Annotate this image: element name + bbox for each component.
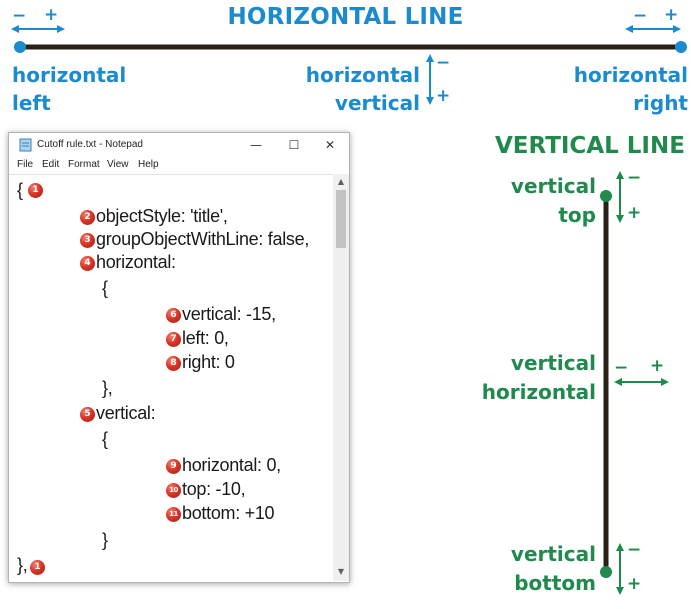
callout-badge: 3 bbox=[80, 233, 95, 248]
right-plus-sign: + bbox=[664, 5, 679, 25]
horizontal-line-graphic bbox=[11, 25, 687, 105]
middle-minus-sign: − bbox=[614, 358, 629, 378]
code-line: bottom: +10 bbox=[182, 503, 275, 523]
scroll-down-icon[interactable]: ▼ bbox=[337, 567, 345, 576]
notepad-app-icon bbox=[19, 138, 32, 152]
vertical-line-graphic bbox=[600, 171, 669, 595]
code-line: objectStyle: 'title', bbox=[96, 206, 228, 226]
callout-badge: 10 bbox=[166, 483, 181, 498]
code-line: vertical: -15, bbox=[182, 304, 276, 324]
maximize-icon[interactable]: ☐ bbox=[288, 138, 300, 152]
code-line: { bbox=[17, 180, 23, 200]
menu-format[interactable]: Format bbox=[68, 159, 100, 170]
callout-badge: 5 bbox=[80, 407, 95, 422]
left-minus-sign: − bbox=[12, 6, 27, 26]
callout-badge: 8 bbox=[166, 356, 181, 371]
callout-badge: 2 bbox=[80, 210, 95, 225]
code-line: left: 0, bbox=[182, 328, 229, 348]
notepad-titlebar[interactable]: Cutoff rule.txt - Notepad — ☐ ✕ bbox=[9, 133, 349, 157]
code-line: groupObjectWithLine: false, bbox=[96, 229, 310, 249]
notepad-window: Cutoff rule.txt - Notepad — ☐ ✕ File Edi… bbox=[8, 132, 350, 583]
vertical-bottom-label: vertical bottom bbox=[510, 542, 596, 595]
code-line: horizontal: bbox=[96, 252, 176, 272]
code-line: horizontal: 0, bbox=[182, 455, 281, 475]
menu-edit[interactable]: Edit bbox=[42, 159, 60, 170]
notepad-title: Cutoff rule.txt - Notepad bbox=[37, 139, 143, 150]
close-icon[interactable]: ✕ bbox=[324, 138, 336, 152]
callout-badge: 11 bbox=[166, 507, 181, 522]
right-minus-sign: − bbox=[633, 6, 648, 26]
callout-badge: 7 bbox=[166, 332, 181, 347]
horizontal-right-endpoint bbox=[675, 41, 687, 53]
code-line: vertical: bbox=[96, 403, 156, 423]
menu-help[interactable]: Help bbox=[138, 159, 159, 170]
callout-badge: 9 bbox=[166, 459, 181, 474]
vertical-horizontal-label: vertical horizontal bbox=[481, 351, 596, 404]
minimize-icon[interactable]: — bbox=[250, 138, 262, 152]
scrollbar-thumb[interactable] bbox=[336, 190, 346, 248]
vertical-top-endpoint bbox=[600, 190, 612, 202]
top-minus-sign: − bbox=[627, 168, 642, 188]
horizontal-line-title: HORIZONTAL LINE bbox=[227, 4, 464, 30]
horizontal-left-endpoint bbox=[14, 41, 26, 53]
center-minus-sign: − bbox=[436, 53, 451, 73]
horizontal-left-label: horizontal left bbox=[12, 63, 127, 115]
vertical-top-label: vertical top bbox=[510, 174, 596, 227]
center-plus-sign: + bbox=[436, 86, 451, 106]
code-line: } bbox=[102, 530, 108, 550]
scroll-up-icon[interactable]: ▲ bbox=[337, 177, 345, 186]
callout-badge: 1 bbox=[30, 560, 45, 575]
notepad-text-area[interactable]: { 1 2 objectStyle: 'title', 3 groupObjec… bbox=[9, 174, 333, 582]
callout-badge: 4 bbox=[80, 256, 95, 271]
bottom-minus-sign: − bbox=[627, 540, 642, 560]
left-plus-sign: + bbox=[44, 5, 59, 25]
vertical-line-title: VERTICAL LINE bbox=[495, 133, 685, 159]
menu-view[interactable]: View bbox=[107, 159, 129, 170]
code-line: }, bbox=[17, 555, 28, 575]
vertical-scrollbar[interactable]: ▲ ▼ bbox=[333, 174, 349, 581]
bottom-plus-sign: + bbox=[627, 574, 642, 594]
code-line: right: 0 bbox=[182, 352, 235, 372]
code-line: { bbox=[102, 429, 108, 449]
code-line: { bbox=[102, 278, 108, 298]
horizontal-right-label: horizontal right bbox=[573, 63, 688, 115]
code-line: }, bbox=[102, 378, 113, 398]
horizontal-vertical-label: horizontal vertical bbox=[305, 63, 420, 115]
callout-badge: 1 bbox=[28, 183, 43, 198]
notepad-menubar: File Edit Format View Help bbox=[9, 157, 349, 173]
vertical-bottom-endpoint bbox=[600, 566, 612, 578]
top-plus-sign: + bbox=[627, 203, 642, 223]
callout-badge: 6 bbox=[166, 308, 181, 323]
middle-plus-sign: + bbox=[650, 356, 665, 376]
code-line: top: -10, bbox=[182, 479, 246, 499]
menu-file[interactable]: File bbox=[17, 159, 34, 170]
